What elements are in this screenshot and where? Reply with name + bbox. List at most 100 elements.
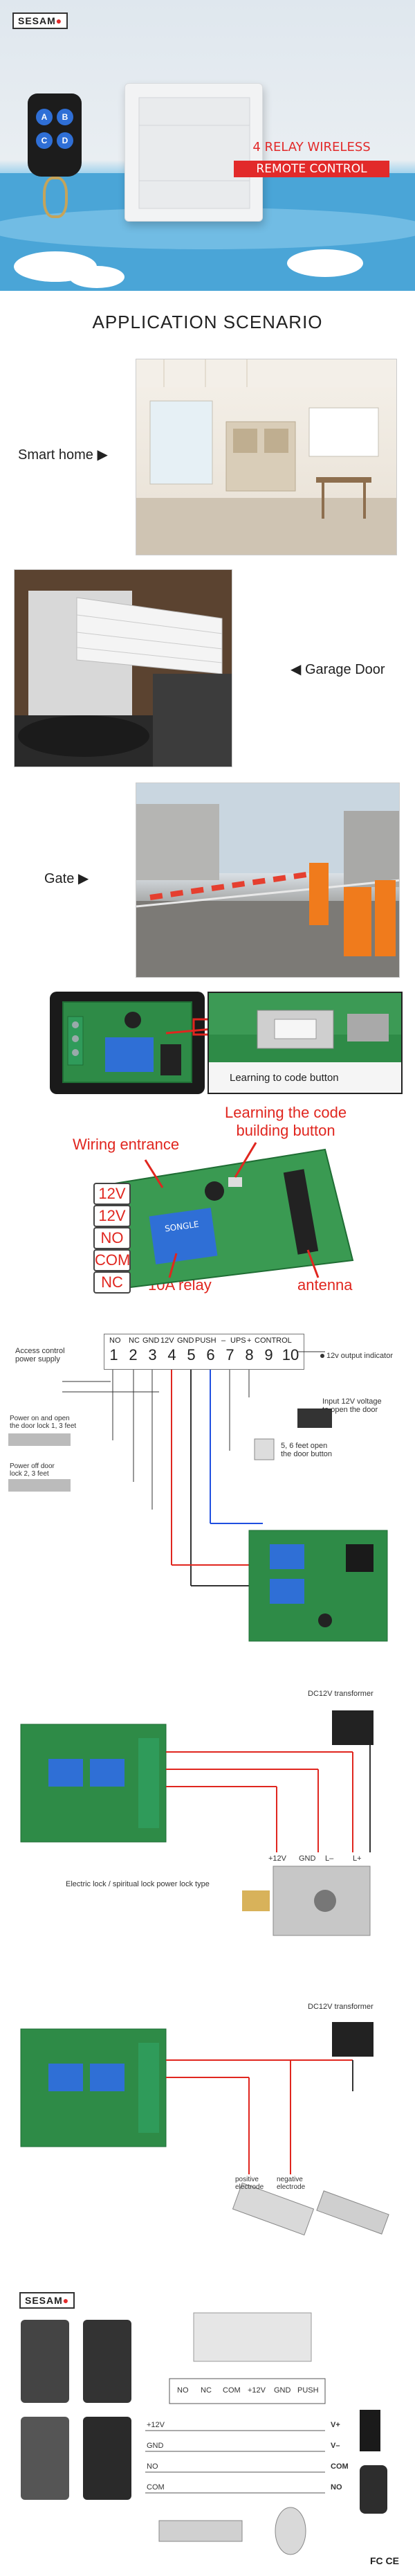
keypad-row-right-com: COM: [331, 2462, 349, 2471]
terminal-label-12v-2: 12V: [93, 1205, 131, 1227]
annotated-pcb-drawing: SONGLE: [109, 1142, 354, 1289]
label-negative-electrode: negative electrode: [277, 2176, 306, 2191]
learn-button-caption: Learning to code button: [230, 1072, 339, 1084]
terminal-label-com: COM: [93, 1249, 131, 1271]
magnetic-lock-wiring: DC12V transformer positive electrode neg…: [0, 1994, 415, 2271]
keyring-icon: [43, 177, 68, 218]
magnetic-lock-drawing: [20, 2022, 389, 2236]
keypad-wiring: SESAM● NO NC COM +12V GND PUSH +12V GND …: [0, 2285, 415, 2576]
access-wiring-lines: [8, 1351, 388, 1642]
scene-label-smart-home: Smart home ▶: [18, 447, 108, 463]
terminal-number-1: 1: [109, 1346, 118, 1363]
callout-antenna: antenna: [297, 1276, 353, 1294]
scene-label-garage-door: ◀ Garage Door: [290, 662, 385, 677]
relay-box-ridges: [138, 97, 250, 209]
terminal-header-12v: 12V: [160, 1336, 174, 1345]
terminal-header-push: PUSH: [195, 1336, 216, 1345]
terminal-number-7: 7: [225, 1346, 234, 1363]
terminal-header-control: CONTROL: [255, 1336, 292, 1345]
label-open-button: 5, 6 feet open the door button: [281, 1442, 333, 1458]
terminal-header-nc: NC: [129, 1336, 140, 1345]
keypad-row-right-vplus: V+: [331, 2421, 340, 2429]
remote-button-c: C: [36, 132, 53, 149]
learn-button-zoom-image: [208, 992, 403, 1094]
svg-text:SONGLE: SONGLE: [164, 1219, 199, 1234]
electric-lock-wiring: DC12V transformer +12V GND L– L+ Electri…: [0, 1683, 415, 1974]
keypad-terminal-no: NO: [177, 2386, 189, 2395]
keypad-row-left-no: NO: [147, 2462, 158, 2471]
terminal-header-minus: –: [221, 1336, 226, 1345]
label-power-on-open: Power on and open the door lock 1, 3 fee…: [10, 1415, 77, 1430]
brand-logo-mark: ●: [55, 15, 63, 26]
garage-door-photo: [14, 569, 232, 767]
garage-illustration: [15, 570, 232, 767]
terminal-label-no: NO: [93, 1227, 131, 1249]
scene-label-gate: Gate ▶: [44, 871, 89, 886]
label-positive-electrode: positive electrode: [235, 2176, 264, 2191]
application-title: APPLICATION SCENARIO: [92, 312, 323, 332]
receiver-pcb: [62, 1001, 192, 1083]
gate-barrier-photo: [136, 782, 400, 978]
terminal-number-10: 10: [282, 1346, 299, 1363]
module-closeup: [0, 992, 415, 1095]
receiver-pcb-components: [67, 1012, 181, 1075]
terminal-label-nc: NC: [93, 1271, 131, 1294]
callout-learning-button: Learning the code building button: [225, 1104, 347, 1139]
label-input-12v: Input 12V voltage to open the door: [322, 1397, 382, 1414]
terminal-number-2: 2: [129, 1346, 138, 1363]
brand-logo: SESAM●: [12, 12, 68, 29]
remote-button-d: D: [57, 132, 73, 149]
access-control-wiring: Access control power supply Power on and…: [0, 1316, 415, 1676]
keypad-row-left-com: COM: [147, 2483, 165, 2492]
terminal-number-3: 3: [148, 1346, 157, 1363]
keypad-row-right-vminus: V–: [331, 2442, 340, 2450]
terminal-header-gnd-2: GND: [177, 1336, 194, 1345]
terminal-number-6: 6: [206, 1346, 215, 1363]
keypad-terminal-gnd: GND: [274, 2386, 291, 2395]
terminal-number-8: 8: [245, 1346, 254, 1363]
terminal-number-9: 9: [264, 1346, 273, 1363]
terminal-header-ups: UPS: [230, 1336, 246, 1345]
module-annotated-diagram: Wiring entrance Learning the code buildi…: [28, 1101, 401, 1302]
keypad-row-left-gnd: GND: [147, 2442, 164, 2450]
smart-home-photo: [136, 359, 397, 555]
terminal-header-no: NO: [109, 1336, 121, 1345]
keypad-row-left-12v: +12V: [147, 2421, 165, 2429]
label-electric-lock-caption: Electric lock / spiritual lock power loc…: [66, 1880, 210, 1888]
lock-terminal-12v: +12V: [268, 1854, 286, 1863]
remote-button-b: B: [57, 109, 73, 125]
receiver-module-image: [50, 992, 205, 1094]
keypad-terminal-com: COM: [223, 2386, 241, 2395]
tagline-primary: 4 RELAY WIRELESS: [252, 140, 371, 154]
label-access-power-supply: Access control power supply: [15, 1347, 65, 1363]
keypad-terminal-12v: +12V: [248, 2386, 266, 2395]
remote-control-image: A B C D: [28, 93, 82, 177]
brand-logo-mark-2: ●: [62, 2295, 70, 2306]
label-12v-output-indicator: 12v output indicator: [326, 1352, 394, 1360]
lock-terminal-l-plus: L+: [353, 1854, 362, 1863]
terminal-header-gnd: GND: [142, 1336, 160, 1345]
electric-lock-drawing: [20, 1710, 374, 1936]
keypad-terminal-push: PUSH: [297, 2386, 319, 2395]
remote-button-a: A: [36, 109, 53, 125]
brand-logo-2: SESAM●: [19, 2292, 75, 2309]
label-dc12v-transformer: DC12V transformer: [308, 1690, 374, 1698]
smart-home-illustration: [136, 359, 396, 555]
certification-marks: FC CE: [370, 2555, 399, 2566]
terminal-label-12v-1: 12V: [93, 1183, 131, 1205]
gate-illustration: [136, 783, 399, 977]
label-dc12v-transformer-2: DC12V transformer: [308, 2003, 374, 2011]
terminal-header-plus: +: [247, 1336, 252, 1345]
label-power-off-lock: Power off door lock 2, 3 feet: [10, 1463, 55, 1478]
keypad-wiring-drawing: [21, 2312, 387, 2555]
terminal-number-4: 4: [167, 1346, 176, 1363]
lock-terminal-gnd: GND: [299, 1854, 316, 1863]
tagline-secondary: REMOTE CONTROL: [234, 161, 389, 177]
keypad-terminal-nc: NC: [201, 2386, 212, 2395]
learn-button-zoom-components: [209, 993, 401, 1093]
terminal-number-5: 5: [187, 1346, 196, 1363]
callout-wiring-entrance: Wiring entrance: [73, 1136, 180, 1153]
hero-banner: SESAM● A B C D 4 RELAY WIRELESS REMOTE C…: [0, 0, 415, 291]
keypad-row-right-no: NO: [331, 2483, 342, 2492]
relay-receiver-box-image: [124, 83, 263, 222]
